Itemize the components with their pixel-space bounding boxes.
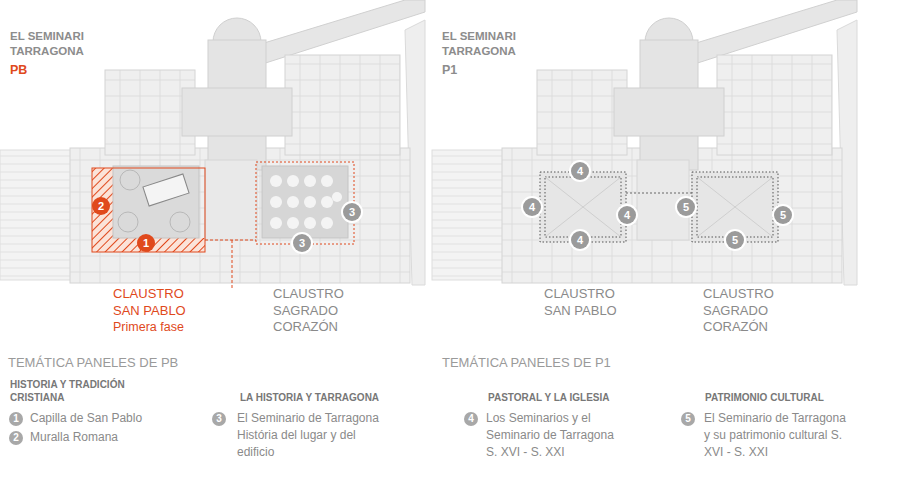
legend-item: 4 Los Seminarios y el Seminario de Tarrag… — [464, 410, 624, 461]
legend-number: 5 — [681, 412, 695, 426]
legend-text: El Seminario de Tarragona História del l… — [237, 410, 389, 461]
callout-circle: 4 — [571, 231, 589, 249]
callout-number: 5 — [683, 201, 689, 213]
legend-text: El Seminario de Tarragona y su patrimoni… — [704, 410, 854, 461]
callout-number: 4 — [624, 209, 630, 221]
callout-circle: 3 — [293, 234, 311, 252]
cloister-name: CLAUSTRO SAN PABLO — [113, 286, 198, 319]
panel-section-title: TEMÁTICA PANELES DE P1 — [442, 355, 611, 371]
legend-number: 4 — [464, 412, 478, 426]
callout-number: 4 — [577, 234, 583, 246]
plan-title: EL SEMINARI TARRAGONA — [10, 29, 100, 59]
theme-heading: HISTORIA Y TRADICIÓN CRISTIANA — [10, 378, 126, 404]
legend-item: 3 El Seminario de Tarragona História del … — [212, 410, 389, 461]
callout-circle: 4 — [523, 198, 541, 216]
cloister-name: CLAUSTRO SAGRADO CORAZÓN — [703, 286, 788, 336]
callout-number: 1 — [143, 237, 149, 249]
callout-number: 5 — [732, 234, 738, 246]
callout-circle: 3 — [343, 203, 361, 221]
phase-note: Primera fase — [113, 319, 184, 335]
callout-circle: 2 — [92, 197, 110, 215]
legend-item: 2 Muralla Romana — [9, 429, 230, 446]
theme-heading: PASTORAL Y LA IGLESIA — [488, 391, 610, 404]
legend-number: 1 — [9, 412, 23, 426]
callout-number: 3 — [299, 237, 305, 249]
callout-circle: 5 — [726, 231, 744, 249]
panel-section-title: TEMÁTICA PANELES DE PB — [8, 355, 178, 371]
legend-text: Los Seminarios y el Seminario de Tarrago… — [486, 410, 624, 461]
cloister-name: CLAUSTRO SAN PABLO — [544, 286, 629, 319]
legend-item: 1 Capilla de San Pablo — [9, 410, 230, 427]
callout-number: 5 — [780, 209, 786, 221]
plan-title: EL SEMINARI TARRAGONA — [442, 29, 532, 59]
callout-number: 4 — [529, 201, 535, 213]
callout-circle: 4 — [618, 206, 636, 224]
legend-item: 5 El Seminario de Tarragona y su patrimon… — [681, 410, 854, 461]
legend-number: 2 — [9, 431, 23, 445]
legend-text: Muralla Romana — [30, 429, 230, 446]
callout-circle: 5 — [677, 198, 695, 216]
theme-heading: LA HISTORIA Y TARRAGONA — [240, 391, 379, 404]
callout-circle: 5 — [774, 206, 792, 224]
callout-circle: 1 — [137, 234, 155, 252]
callout-number: 3 — [349, 206, 355, 218]
floor-code: P1 — [442, 63, 457, 78]
theme-heading: PATRIMONIO CULTURAL — [705, 391, 824, 404]
legend-text: Capilla de San Pablo — [30, 410, 230, 427]
legend-number: 3 — [212, 412, 226, 426]
callout-circle: 4 — [571, 162, 589, 180]
cloister-name: CLAUSTRO SAGRADO CORAZÓN — [273, 286, 358, 336]
callout-number: 2 — [98, 200, 104, 212]
floor-code: PB — [10, 63, 27, 78]
callout-number: 4 — [577, 165, 583, 177]
